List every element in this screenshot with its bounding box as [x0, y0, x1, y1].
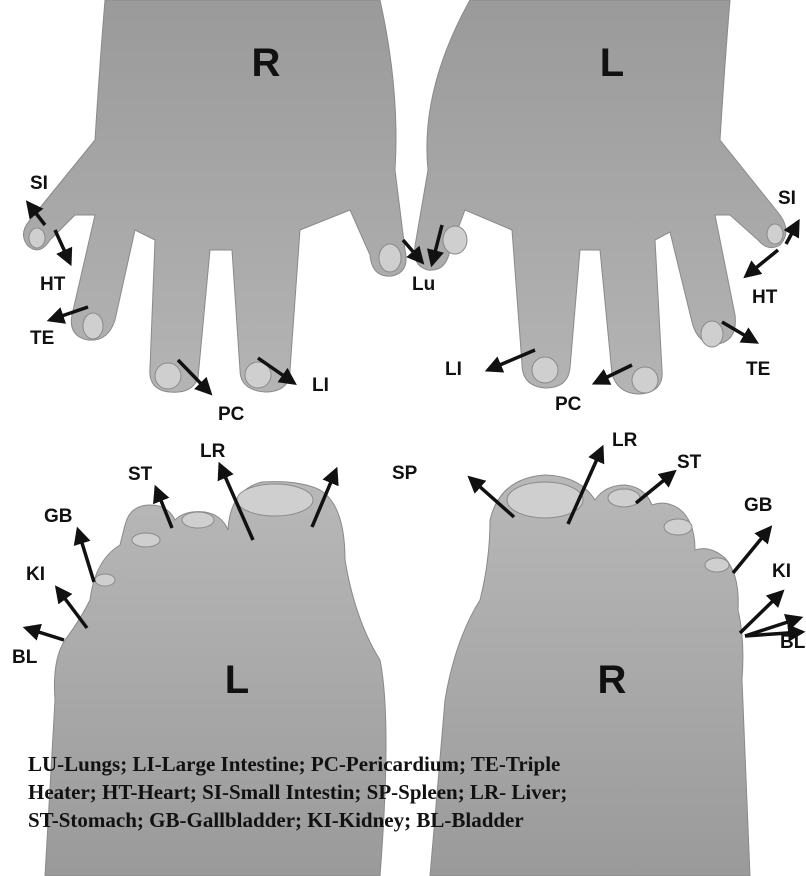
left-foot-side-label: L: [225, 658, 249, 702]
label-bl-left: BL: [12, 647, 38, 668]
label-bl-right: BL: [780, 632, 806, 653]
label-pc-right: PC: [218, 404, 245, 425]
label-pc-left: PC: [555, 394, 582, 415]
label-li-right: LI: [312, 375, 329, 396]
label-gb-right: GB: [744, 495, 773, 516]
arrow-ki-left: [57, 588, 87, 628]
label-st-right: ST: [677, 452, 702, 473]
label-st-left: ST: [128, 464, 153, 485]
label-li-left: LI: [445, 359, 462, 380]
legend-line-2: Heater; HT-Heart; SI-Small Intestin; SP-…: [28, 780, 567, 804]
arrow-bl-left: [26, 628, 64, 640]
label-si-left: SI: [778, 188, 796, 209]
label-lu: Lu: [412, 274, 435, 295]
left-hand-side-label: L: [600, 41, 624, 85]
right-hand-side-label: R: [252, 41, 281, 85]
arrow-gb-left: [78, 530, 94, 582]
arrow-gb-right: [733, 528, 770, 573]
legend-line-1: LU-Lungs; LI-Large Intestine; PC-Pericar…: [28, 752, 560, 776]
label-lr-right: LR: [612, 430, 638, 451]
label-si-right: SI: [30, 173, 48, 194]
label-ki-left: KI: [26, 564, 45, 585]
arrow-st-right: [636, 472, 674, 503]
label-ki-right: KI: [772, 561, 791, 582]
label-te-right: TE: [30, 328, 54, 349]
legend-caption: LU-Lungs; LI-Large Intestine; PC-Pericar…: [28, 750, 788, 834]
label-ht-right: HT: [40, 274, 66, 295]
label-te-left: TE: [746, 359, 770, 380]
arrow-si-left: [786, 222, 798, 244]
arrow-ht-right: [55, 230, 70, 263]
right-hand: [23, 0, 406, 392]
label-ht-left: HT: [752, 287, 778, 308]
right-foot-side-label: R: [598, 658, 627, 702]
label-lr-left: LR: [200, 441, 226, 462]
arrow-ht-left: [746, 250, 778, 276]
label-sp: SP: [392, 463, 418, 484]
legend-line-3: ST-Stomach; GB-Gallbladder; KI-Kidney; B…: [28, 808, 524, 832]
label-gb-left: GB: [44, 506, 73, 527]
